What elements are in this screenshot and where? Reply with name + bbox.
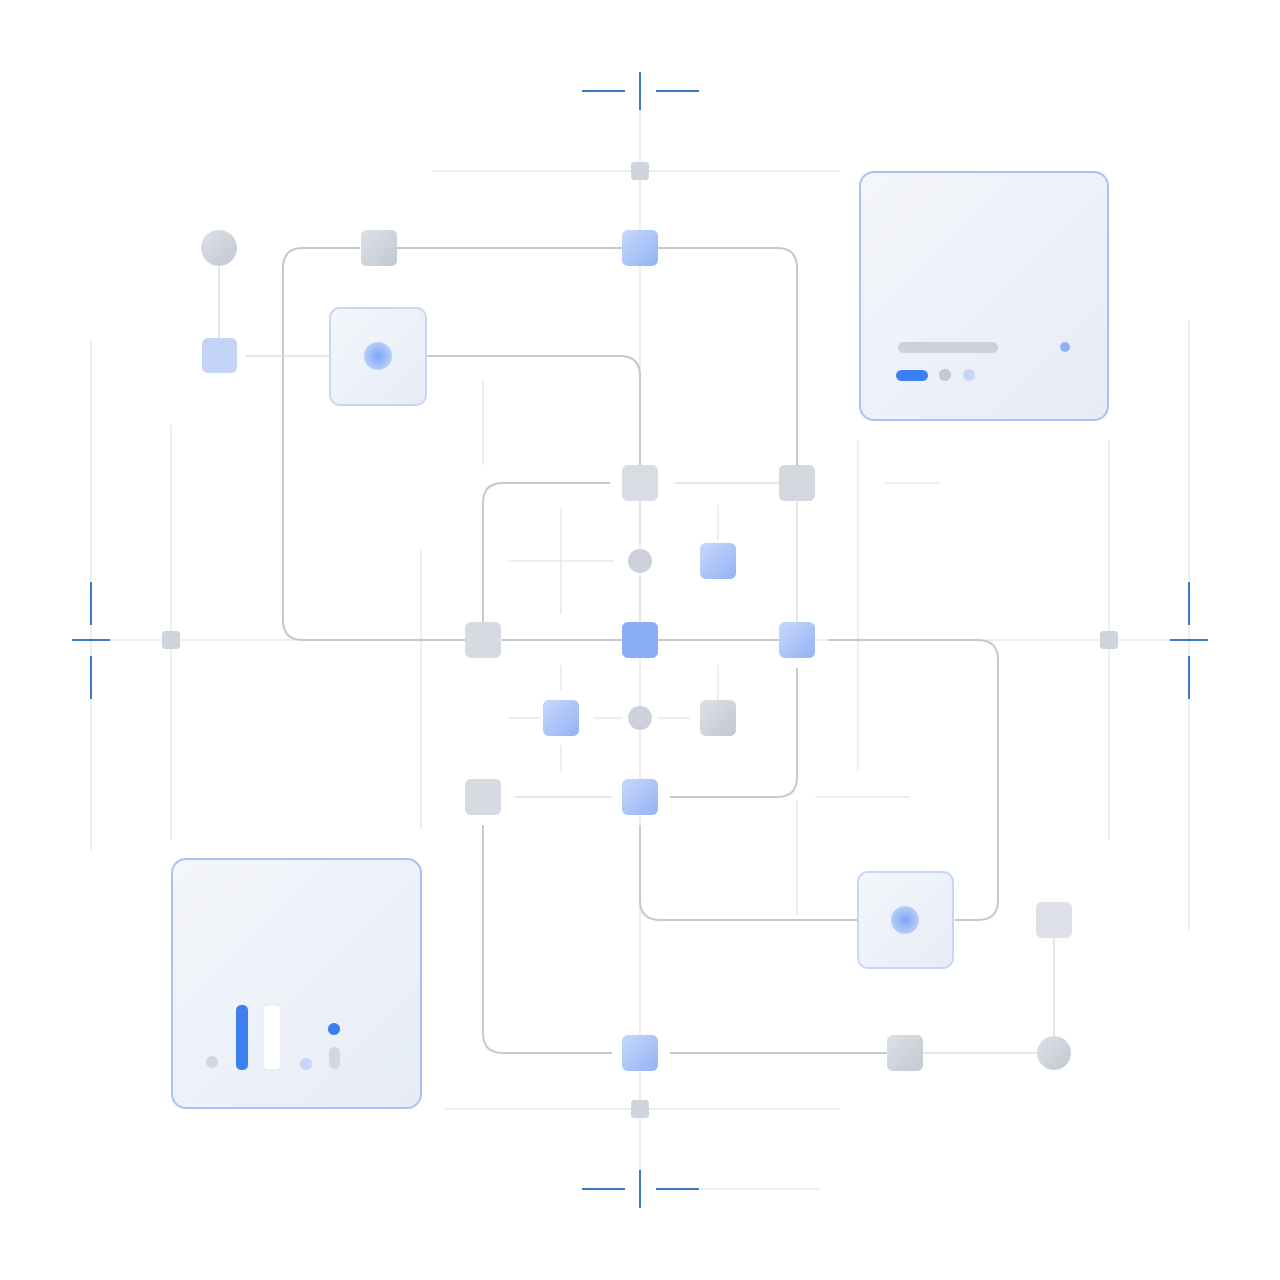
node-square-icon (202, 338, 237, 373)
node-square-icon (779, 465, 815, 501)
node-square-icon (622, 622, 658, 658)
node-square-icon (622, 230, 658, 266)
pager-dot (939, 369, 951, 381)
card-icon-top-right (859, 171, 1109, 421)
node-square-icon (700, 543, 736, 579)
node-circle-icon (628, 549, 652, 573)
node-square-icon (622, 779, 658, 815)
node-square-icon (162, 631, 180, 649)
node-square-icon (700, 700, 736, 736)
blue-nodes (202, 230, 815, 1071)
progress-track (898, 342, 998, 353)
status-dot (1060, 342, 1070, 352)
node-circle-icon (628, 706, 652, 730)
guide-anchors (162, 162, 1118, 1118)
card-icon-small-left (329, 307, 427, 406)
node-square-icon (465, 779, 501, 815)
grey-nodes (201, 230, 1072, 1071)
node-square-icon (631, 1100, 649, 1118)
bar-chart-icon (206, 1004, 340, 1071)
node-square-icon (622, 1035, 658, 1071)
registration-mark-icon-top (582, 72, 699, 110)
node-square-icon (543, 700, 579, 736)
connectors (218, 247, 1055, 1054)
node-square-icon (779, 622, 815, 658)
registration-mark-icon-right (1170, 582, 1208, 699)
pager-dot (963, 369, 975, 381)
node-square-icon (622, 465, 658, 501)
node-square-icon (1036, 902, 1072, 938)
node-circle-icon (201, 230, 237, 266)
registration-mark-icon-bottom (582, 1170, 699, 1208)
registration-mark-icon-left (72, 582, 110, 699)
node-square-icon (887, 1035, 923, 1071)
node-circle-icon (1037, 1036, 1071, 1070)
node-square-icon (361, 230, 397, 266)
active-pill (896, 370, 928, 381)
node-square-icon (1100, 631, 1118, 649)
card-icon-bottom-left (171, 858, 422, 1109)
node-square-icon (465, 622, 501, 658)
card-icon-small-right (857, 871, 954, 969)
node-square-icon (631, 162, 649, 180)
